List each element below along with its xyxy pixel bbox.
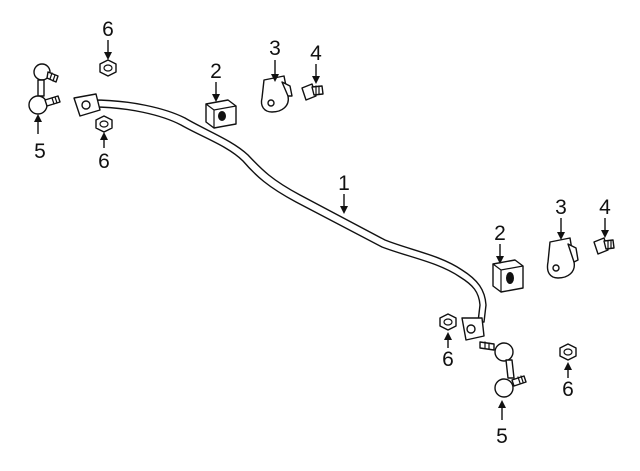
- nut-mid-left[interactable]: [95, 115, 113, 133]
- callout-4-upper: 4: [310, 42, 322, 65]
- callout-4-lower: 4: [599, 196, 611, 219]
- callout-2-lower: 2: [494, 222, 506, 245]
- nut-lower-center[interactable]: [439, 313, 457, 331]
- callout-arrows: [34, 40, 609, 420]
- bolt-lower[interactable]: [593, 237, 615, 255]
- bracket-upper[interactable]: [260, 75, 293, 113]
- stabilizer-link-lower[interactable]: [479, 341, 527, 398]
- bushing-upper[interactable]: [205, 99, 237, 129]
- callout-5-lower: 5: [496, 425, 508, 448]
- callout-3-lower: 3: [555, 196, 567, 219]
- callout-6-lower-center: 6: [442, 348, 454, 371]
- callout-1: 1: [338, 172, 350, 195]
- stabilizer-link-upper[interactable]: [28, 63, 61, 115]
- callout-6-lower-right: 6: [562, 378, 574, 401]
- stabilizer-bar[interactable]: [73, 93, 487, 341]
- callout-5-upper: 5: [34, 140, 46, 163]
- callout-6-mid-left: 6: [98, 150, 110, 173]
- nut-top-left[interactable]: [99, 59, 117, 77]
- nut-lower-right[interactable]: [559, 343, 577, 361]
- bolt-upper[interactable]: [301, 83, 324, 101]
- callout-3-upper: 3: [269, 37, 281, 60]
- callout-6-top-left: 6: [102, 18, 114, 41]
- bracket-lower[interactable]: [546, 237, 579, 279]
- callout-2-upper: 2: [210, 60, 222, 83]
- bushing-lower[interactable]: [492, 259, 524, 293]
